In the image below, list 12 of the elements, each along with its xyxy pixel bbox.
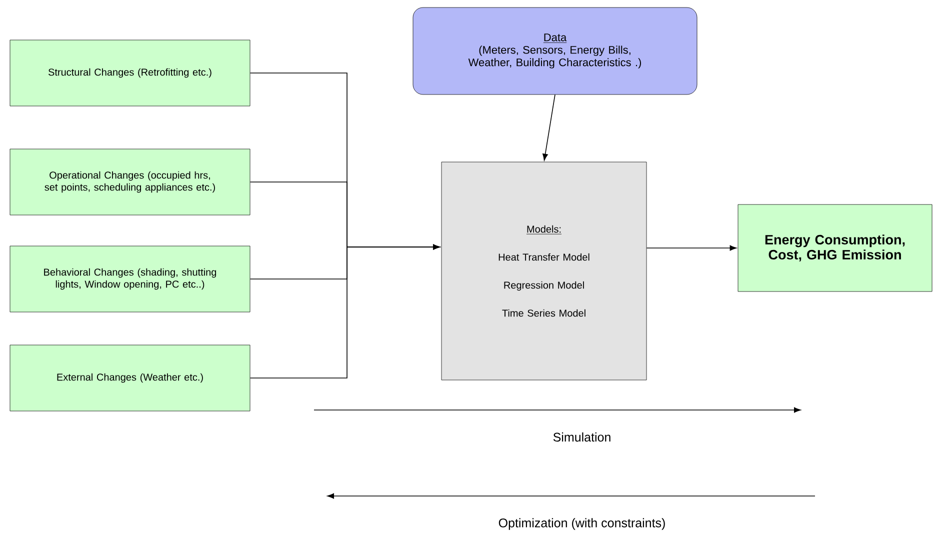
direction-label: Optimization (with constraints) [498,518,665,530]
direction-label: Simulation [553,432,610,442]
change-box: Behavioral Changes (shading, shutting lights, Window opening, PC etc..) [10,246,250,312]
change-box: Structural Changes (Retrofitting etc.) [10,40,250,106]
data-box: Data (Meters, Sensors, Energy Bills, Weather, Building Characteristics .) [412,7,698,95]
arrow [250,244,440,378]
result-box: Energy Consumption, Cost, GHG Emission [738,204,932,292]
change-box: Operational Changes (occupied hrs, set points, scheduling appliances etc.) [10,148,250,216]
arrow [646,245,737,251]
arrow [542,94,556,161]
model-box: Models: Heat Transfer Model Regression Model Time Series Model [441,162,647,380]
change-box: External Changes (Weather etc.) [10,344,250,412]
